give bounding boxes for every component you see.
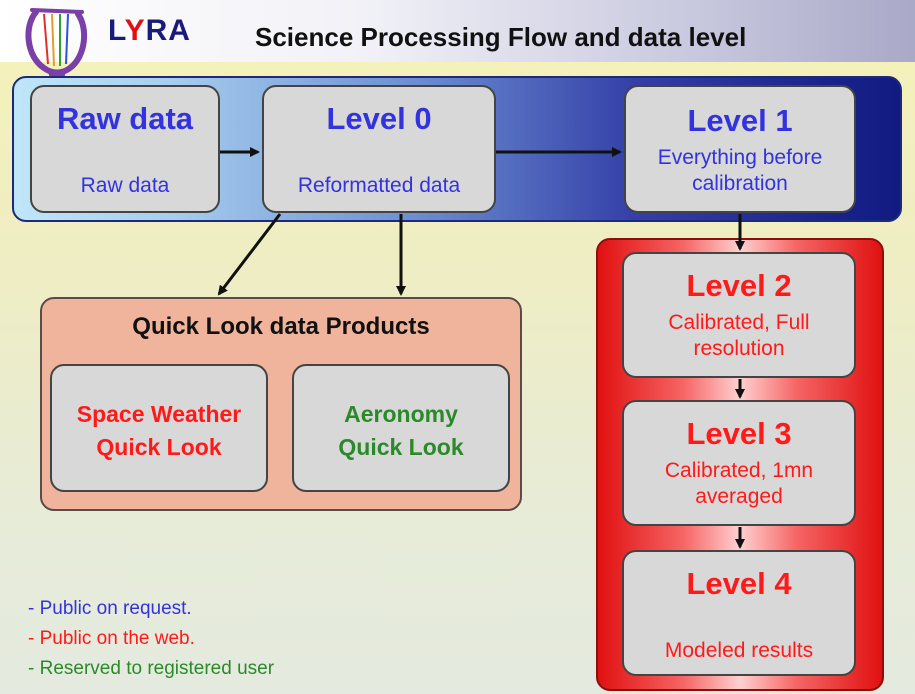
node-level2-subtitle-1: Calibrated, Full [668, 311, 810, 334]
node-level3-subtitle-1: Calibrated, 1mn [664, 459, 814, 482]
brand-name: LYRA [108, 14, 191, 48]
node-level1-subtitle-2: calibration [692, 172, 788, 195]
node-level3-subtitle-2: averaged [695, 485, 783, 508]
aeronomy-label: Aeronomy Quick Look [294, 398, 508, 464]
quicklook-title: Quick Look data Products [132, 313, 430, 340]
space-weather-line-1: Space Weather [76, 401, 242, 427]
node-raw-data: Raw data Raw data [30, 85, 220, 213]
node-level2-subtitle-2: resolution [693, 337, 785, 360]
node-level1-subtitle-1: Everything before [657, 146, 823, 169]
node-level1-title: Level 1 [687, 103, 793, 138]
brand-part-2: Y [124, 14, 146, 47]
node-level4-title: Level 4 [686, 566, 792, 601]
node-level0-subtitle: Reformatted data [297, 174, 461, 197]
legend-public-on-request: - Public on request. [28, 598, 192, 619]
brand-part-3: RA [145, 14, 191, 47]
legend-public-on-web: - Public on the web. [28, 628, 195, 649]
space-weather-line-2: Quick Look [96, 434, 222, 460]
node-level0-title: Level 0 [326, 101, 432, 136]
arrow-level0-to-spaceweather [217, 213, 282, 296]
node-raw-subtitle: Raw data [80, 174, 170, 197]
node-raw-title: Raw data [56, 101, 194, 136]
brand-part-1: L [108, 14, 125, 47]
node-level-2: Level 2 Calibrated, Full resolution [622, 252, 856, 378]
node-space-weather-quicklook: Space Weather Quick Look [50, 364, 268, 492]
node-level-4: Level 4 Modeled results [622, 550, 856, 676]
legend-reserved-registered: - Reserved to registered user [28, 658, 275, 679]
page-title: Science Processing Flow and data level [255, 22, 747, 52]
node-aeronomy-quicklook: Aeronomy Quick Look [292, 364, 510, 492]
node-level-3: Level 3 Calibrated, 1mn averaged [622, 400, 856, 526]
node-level-1: Level 1 Everything before calibration [624, 85, 856, 213]
node-level-0: Level 0 Reformatted data [262, 85, 496, 213]
node-level2-title: Level 2 [686, 268, 792, 303]
aeronomy-line-1: Aeronomy [344, 401, 458, 427]
node-level3-title: Level 3 [686, 416, 792, 451]
aeronomy-line-2: Quick Look [338, 434, 464, 460]
space-weather-label: Space Weather Quick Look [52, 398, 266, 464]
node-level4-subtitle: Modeled results [664, 639, 814, 662]
header-bar [0, 0, 915, 62]
